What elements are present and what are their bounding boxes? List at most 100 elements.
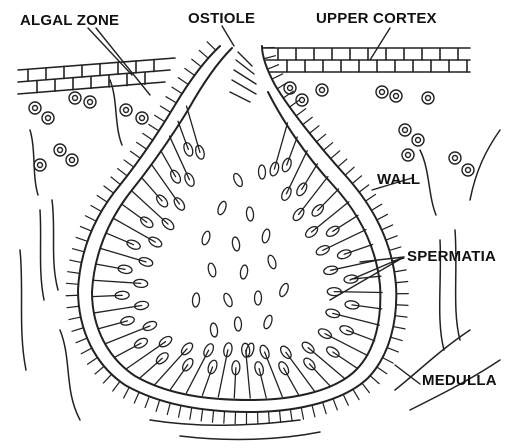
spermatiophore — [284, 368, 299, 394]
wall-cell-division — [179, 405, 181, 417]
algal-cell-nucleus — [394, 94, 399, 99]
algal-cell-nucleus — [300, 98, 305, 103]
algal-cell — [449, 152, 461, 164]
hypha — [180, 432, 320, 439]
spermatium — [246, 207, 254, 222]
wall-cell-division — [283, 91, 293, 98]
wall-cell-division — [323, 402, 327, 413]
wall-cell-division — [333, 399, 337, 410]
spermatium — [258, 165, 265, 179]
wall-cell-division — [377, 214, 388, 220]
wall-cell-division — [80, 226, 91, 231]
spermatiophore — [161, 151, 176, 177]
wall-cell-division — [124, 160, 134, 167]
spermatium — [267, 254, 278, 269]
wall-cell-division — [383, 358, 394, 364]
hypha — [150, 420, 300, 425]
hypha — [60, 330, 80, 420]
wall-cell-division — [269, 411, 270, 423]
wall-cell-division — [192, 59, 201, 66]
wall-cell-division — [201, 409, 203, 421]
wall-cell-division — [359, 185, 369, 192]
wall-cell-division — [343, 394, 348, 405]
spermatium — [278, 282, 290, 298]
wall-cell-division — [68, 272, 80, 274]
wall-cell-division — [391, 337, 403, 340]
wall-cell-division — [81, 348, 92, 354]
label-wall: WALL — [377, 171, 420, 188]
algal-cell-nucleus — [403, 128, 408, 133]
label-spermatia: SPERMATIA — [407, 248, 496, 265]
spermatiophore — [202, 367, 212, 395]
algal-cell — [120, 104, 132, 116]
wall-cell-division — [166, 97, 176, 103]
wall-cell-division — [137, 142, 147, 149]
wall-cell-division — [396, 305, 408, 306]
wall-cell-division — [352, 176, 361, 184]
hypha — [455, 230, 460, 340]
spermatiophore — [178, 121, 188, 149]
wall-cell-division — [316, 134, 325, 142]
wall-cell-division — [118, 169, 128, 176]
algal-cell-nucleus — [70, 158, 75, 163]
wall-cell-division — [312, 405, 315, 417]
wall-cell-division — [224, 411, 225, 423]
wall-cell-division — [85, 216, 96, 221]
wall-cell-division — [290, 409, 292, 421]
wall-cell-division — [389, 247, 400, 250]
wall-cell-division — [172, 87, 182, 93]
spermatium — [216, 200, 228, 216]
spermatium — [234, 317, 242, 331]
algal-cell — [296, 94, 308, 106]
hypha — [52, 200, 58, 290]
wall-cell-division — [143, 133, 153, 140]
spermatium — [201, 230, 212, 245]
wall-cell-division — [353, 389, 359, 399]
algal-cell-nucleus — [88, 100, 93, 105]
wall-cell-division — [396, 282, 408, 283]
wall-cell-division — [67, 306, 79, 307]
algal-cell — [136, 112, 148, 124]
spermatium — [222, 292, 234, 308]
algal-cell — [422, 92, 434, 104]
algal-cell — [69, 92, 81, 104]
wall-cell-division — [69, 317, 81, 319]
spermatiophore — [344, 245, 372, 255]
wall-cell-division — [103, 374, 111, 383]
wall-cell-division — [130, 151, 140, 158]
hypha — [30, 130, 38, 195]
wall-cell-division — [272, 74, 283, 79]
spermatium — [239, 265, 248, 280]
wall-cell-division — [134, 392, 139, 403]
wall-cell-division — [279, 411, 280, 423]
algal-cell-nucleus — [58, 148, 63, 153]
spermatiophore — [106, 233, 134, 245]
algal-cell-nucleus — [453, 156, 458, 161]
wall-cell-division — [73, 249, 85, 252]
wall-cell-division — [178, 78, 188, 85]
label-upper-cortex: UPPER CORTEX — [316, 10, 437, 27]
wall-cell-division — [301, 407, 303, 419]
wall-cell-division — [331, 151, 340, 159]
algal-cell-nucleus — [140, 116, 145, 121]
wall-cell-division — [156, 400, 160, 411]
spermatium — [207, 262, 217, 277]
spermatiophore — [309, 364, 330, 386]
wall-cell-division — [76, 338, 87, 343]
wall-cell-division — [95, 366, 104, 374]
wall-cell-division — [366, 194, 376, 201]
wall-cell-division — [370, 376, 379, 384]
algal-cell — [54, 144, 66, 156]
algal-cell-nucleus — [426, 96, 431, 101]
wall-cell-division — [66, 283, 78, 284]
wall-cell-division — [104, 186, 114, 193]
spermatium — [261, 228, 271, 243]
algal-cell — [402, 149, 414, 161]
algal-cell-nucleus — [33, 106, 38, 111]
algal-cell — [29, 102, 41, 114]
wall-cell-division — [76, 237, 87, 241]
wall-cell-division — [149, 124, 159, 131]
wall-cell-division — [88, 357, 98, 364]
wall-cell-division — [264, 56, 276, 59]
wall-cell-division — [382, 225, 393, 230]
